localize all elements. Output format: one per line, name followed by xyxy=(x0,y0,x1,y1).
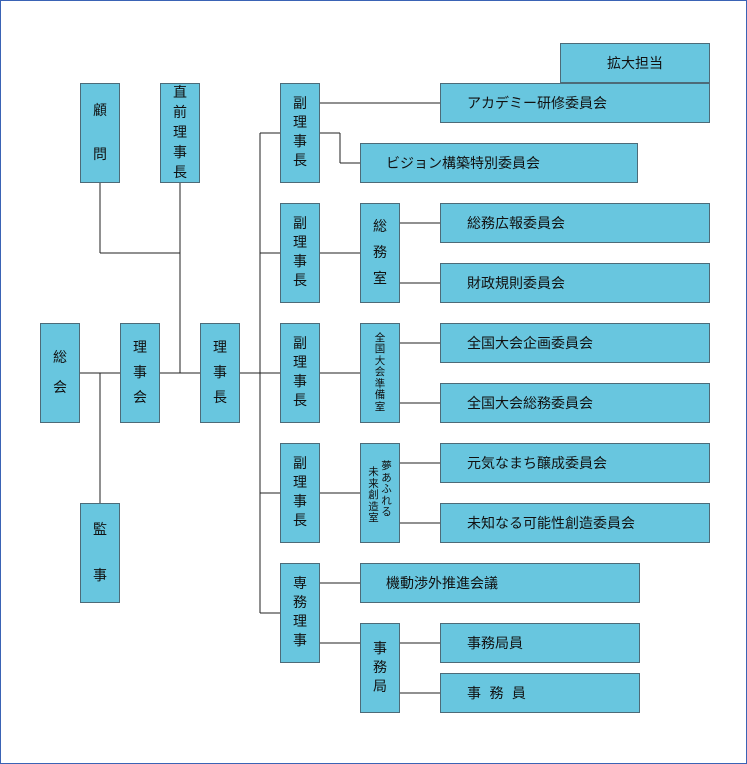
finance-rules-committee-box: 財政規則委員会 xyxy=(440,263,710,303)
national-planning-committee-box: 全国大会企画委員会 xyxy=(440,323,710,363)
general-office-label: 総務室 xyxy=(373,219,387,287)
genki-town-committee-box: 元気なまち醸成委員会 xyxy=(440,443,710,483)
finance-rules-committee-label: 財政規則委員会 xyxy=(467,276,565,292)
secretariat-staff-box: 事務局員 xyxy=(440,623,640,663)
expansion-box: 拡大担当 xyxy=(560,43,710,83)
national-general-committee-box: 全国大会総務委員会 xyxy=(440,383,710,423)
mobile-negotiation-label: 機動渉外推進会議 xyxy=(386,576,498,592)
vice-president-label-2: 副理事長 xyxy=(293,216,307,289)
auditor-label: 監事 xyxy=(93,522,107,584)
vice-president-box-2: 副理事長 xyxy=(280,203,320,303)
future-creation-office-label-col1: 夢あふれる xyxy=(381,460,392,519)
vice-president-box-1: 副理事長 xyxy=(280,83,320,183)
general-assembly-label: 総会 xyxy=(53,350,67,396)
national-convention-office-box: 全国大会準備室 xyxy=(360,323,400,423)
vice-president-label-3: 副理事長 xyxy=(293,336,307,409)
vice-president-label-1: 副理事長 xyxy=(293,96,307,169)
expansion-label: 拡大担当 xyxy=(607,56,663,72)
immediate-past-president-box: 直前理事長 xyxy=(160,83,200,183)
national-planning-committee-label: 全国大会企画委員会 xyxy=(467,336,593,352)
possibility-committee-label: 未知なる可能性創造委員会 xyxy=(467,516,635,532)
general-pr-committee-label: 総務広報委員会 xyxy=(467,216,565,232)
vice-president-box-3: 副理事長 xyxy=(280,323,320,423)
general-pr-committee-box: 総務広報委員会 xyxy=(440,203,710,243)
mobile-negotiation-box: 機動渉外推進会議 xyxy=(360,563,640,603)
future-creation-office-box: 夢あふれる 未来創造室 xyxy=(360,443,400,543)
board-label: 理事会 xyxy=(133,339,147,406)
secretariat-staff-label: 事務局員 xyxy=(467,636,523,652)
president-box: 理事長 xyxy=(200,323,240,423)
vice-president-box-4: 副理事長 xyxy=(280,443,320,543)
managing-director-label: 専務理事 xyxy=(293,576,307,649)
managing-director-box: 専務理事 xyxy=(280,563,320,663)
national-general-committee-label: 全国大会総務委員会 xyxy=(467,396,593,412)
general-assembly-box: 総会 xyxy=(40,323,80,423)
academy-committee-box: アカデミー研修委員会 xyxy=(440,83,710,123)
secretariat-box: 事務局 xyxy=(360,623,400,713)
vision-committee-label: ビジョン構築特別委員会 xyxy=(386,156,540,172)
vision-committee-box: ビジョン構築特別委員会 xyxy=(360,143,638,183)
staff-box: 事 務 員 xyxy=(440,673,640,713)
national-convention-office-label: 全国大会準備室 xyxy=(374,331,386,413)
advisor-label: 顧問 xyxy=(93,103,107,163)
immediate-past-president-label: 直前理事長 xyxy=(173,85,187,181)
president-label: 理事長 xyxy=(213,339,227,406)
possibility-committee-box: 未知なる可能性創造委員会 xyxy=(440,503,710,543)
academy-committee-label: アカデミー研修委員会 xyxy=(467,96,607,112)
staff-label: 事 務 員 xyxy=(467,686,528,702)
secretariat-label: 事務局 xyxy=(373,640,387,695)
advisor-box: 顧問 xyxy=(80,83,120,183)
future-creation-office-label-col2: 未来創造室 xyxy=(368,466,379,525)
board-box: 理事会 xyxy=(120,323,160,423)
general-office-box: 総務室 xyxy=(360,203,400,303)
auditor-box: 監事 xyxy=(80,503,120,603)
genki-town-committee-label: 元気なまち醸成委員会 xyxy=(467,456,607,472)
vice-president-label-4: 副理事長 xyxy=(293,456,307,529)
